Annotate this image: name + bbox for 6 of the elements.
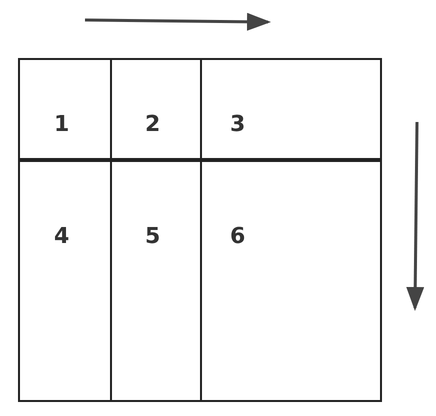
grid-cell: 4 bbox=[18, 158, 112, 402]
grid-cell: 6 bbox=[200, 158, 382, 402]
grid-cell: 3 bbox=[200, 58, 382, 162]
grid-cell: 1 bbox=[18, 58, 112, 162]
grid-cell: 5 bbox=[110, 158, 202, 402]
grid-cell: 2 bbox=[110, 58, 202, 162]
